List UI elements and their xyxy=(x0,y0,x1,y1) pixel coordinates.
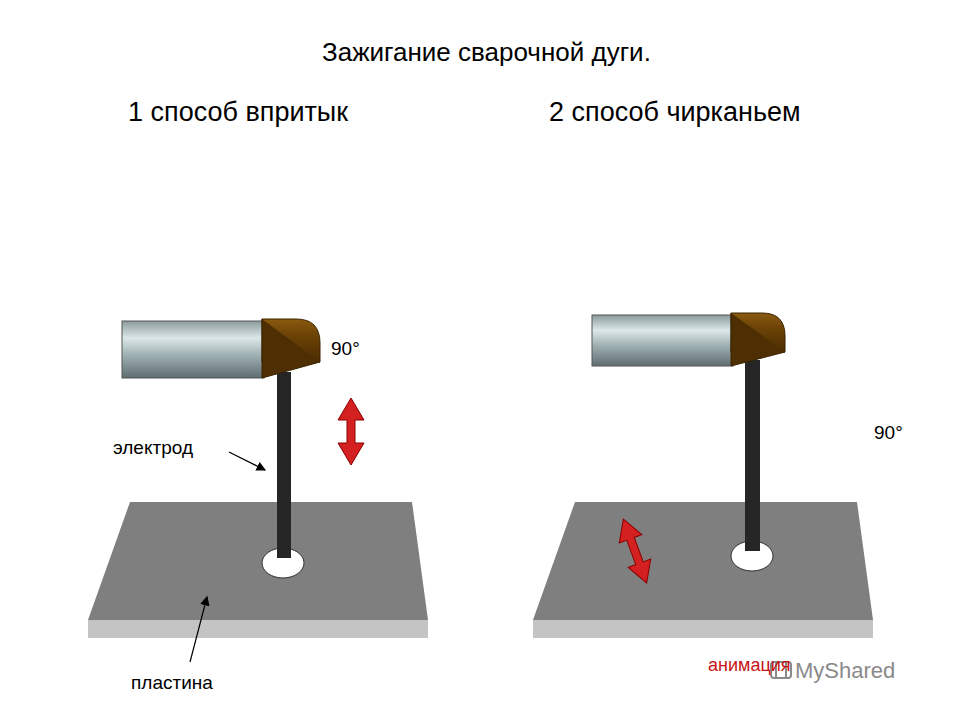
part-label: электрод xyxy=(113,437,193,459)
holder-right xyxy=(592,313,785,366)
watermark: MyShared xyxy=(795,658,895,683)
arrow-diagonal xyxy=(612,515,658,587)
animation-link: анимация xyxy=(708,655,791,676)
method-heading: 1 способ впритык xyxy=(128,97,348,128)
title: Зажигание сварочной дуги. xyxy=(322,38,651,68)
angle-label: 90° xyxy=(874,422,903,444)
holder-left xyxy=(122,319,320,378)
plate-right xyxy=(533,502,873,638)
electrode xyxy=(745,360,760,551)
electrode xyxy=(277,372,291,558)
plate-left xyxy=(88,502,428,638)
leader-line xyxy=(229,452,265,470)
angle-label: 90° xyxy=(331,338,360,360)
method-heading: 2 способ чирканьем xyxy=(549,97,801,128)
part-label: пластина xyxy=(131,672,213,694)
arrow-vertical xyxy=(338,398,364,465)
leader-line xyxy=(190,597,207,662)
